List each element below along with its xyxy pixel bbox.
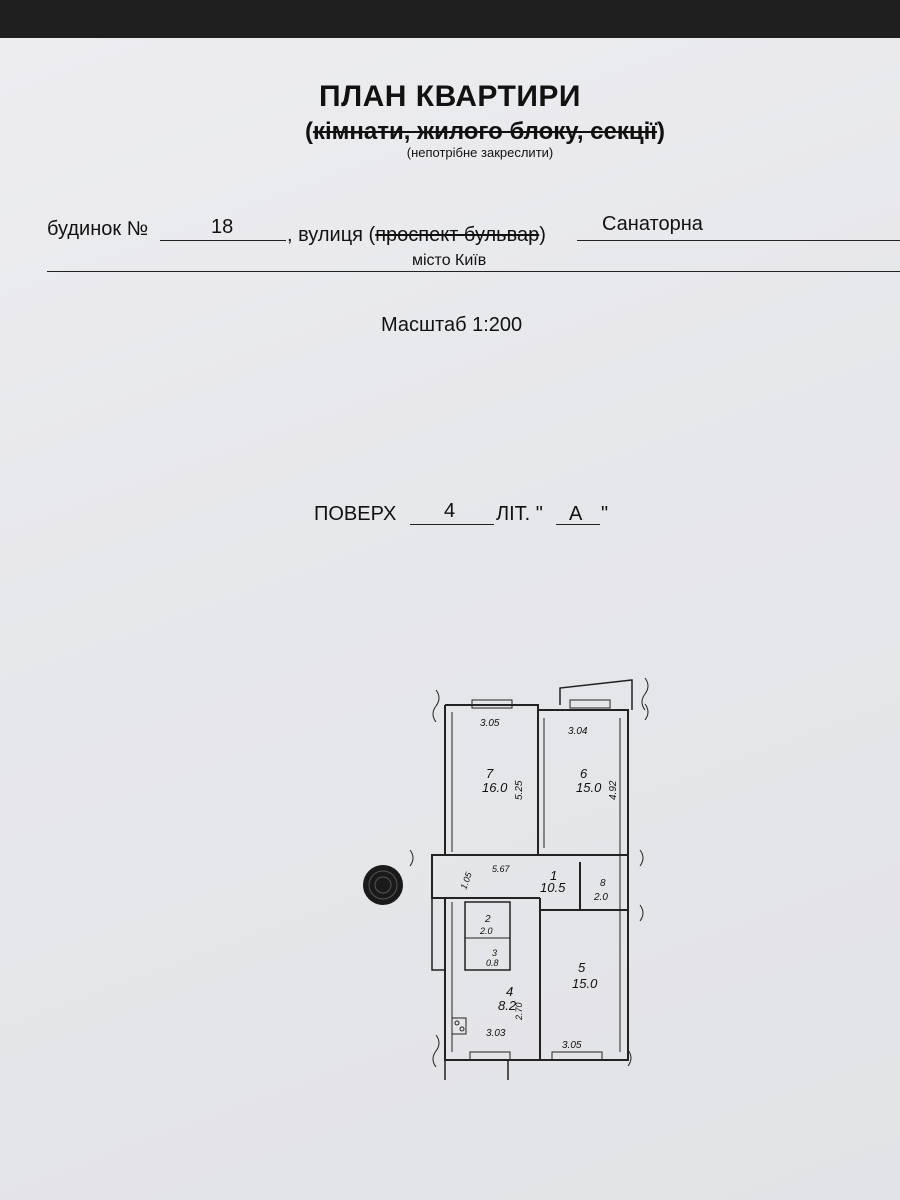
- room-8-area: 2.0: [593, 892, 608, 903]
- document-page: [0, 38, 900, 1200]
- dim-room7-depth: 5.25: [514, 780, 525, 800]
- house-number: 18: [211, 216, 234, 238]
- floor-number: 4: [444, 500, 456, 522]
- room-2-area: 2.0: [479, 926, 493, 936]
- room-5-number: 5: [578, 960, 586, 975]
- room-4-number: 4: [506, 984, 513, 999]
- room-7-area: 16.0: [482, 780, 508, 795]
- room-3-area: 0.8: [486, 958, 499, 968]
- dim-hall-width: 1.05: [458, 870, 474, 891]
- dim-room5-width: 3.05: [562, 1040, 582, 1051]
- room-8-number: 8: [600, 878, 606, 889]
- dim-kitchen-width: 3.03: [486, 1028, 506, 1039]
- floor-plan: 7 16.0 6 15.0 1 10.5 8 2.0 2 2.0 3 0.8 5…: [409, 677, 649, 1080]
- dim-room7-width: 3.05: [480, 718, 500, 729]
- letter-label: ЛІТ. ": [496, 503, 543, 525]
- room-5-area: 15.0: [572, 976, 598, 991]
- street-underline: [577, 240, 900, 241]
- city-underline: [47, 271, 900, 272]
- stamp-mark: [363, 865, 403, 905]
- letter-underline: [556, 524, 600, 525]
- room-2-number: 2: [484, 914, 491, 925]
- document-subtitle: (кімнати, жилого блоку, секції): [304, 118, 666, 145]
- document-title: ПЛАН КВАРТИРИ: [319, 80, 581, 113]
- letter-close-quote: ": [601, 503, 609, 525]
- room-1-area: 10.5: [540, 880, 566, 895]
- dim-room6-depth: 4.92: [608, 780, 619, 800]
- dim-kitchen-depth: 2.70: [514, 1002, 524, 1021]
- street-name: Санаторна: [602, 213, 703, 235]
- room-1-number: 1: [550, 868, 557, 883]
- street-label: , вулиця (проспект бульвар): [287, 224, 546, 246]
- room-6-area: 15.0: [576, 780, 602, 795]
- room-3-number: 3: [492, 948, 497, 958]
- dim-room6-width: 3.04: [568, 726, 588, 737]
- struck-subtitle-text: кімнати, жилого блоку, секції: [312, 118, 658, 145]
- city-name: місто Київ: [412, 252, 487, 269]
- room-6-number: 6: [580, 766, 588, 781]
- house-number-underline: [160, 240, 286, 241]
- strike-out-note: (непотрібне закреслити): [406, 145, 554, 160]
- floor-label: ПОВЕРХ: [314, 503, 397, 525]
- house-label: будинок №: [47, 218, 149, 240]
- room-7-number: 7: [486, 766, 494, 781]
- letter-value: А: [569, 503, 583, 525]
- floor-number-underline: [410, 524, 494, 525]
- room-4-area: 8.2: [498, 998, 517, 1013]
- scale-label: Масштаб 1:200: [381, 314, 523, 336]
- dim-hall-length: 5.67: [492, 864, 511, 874]
